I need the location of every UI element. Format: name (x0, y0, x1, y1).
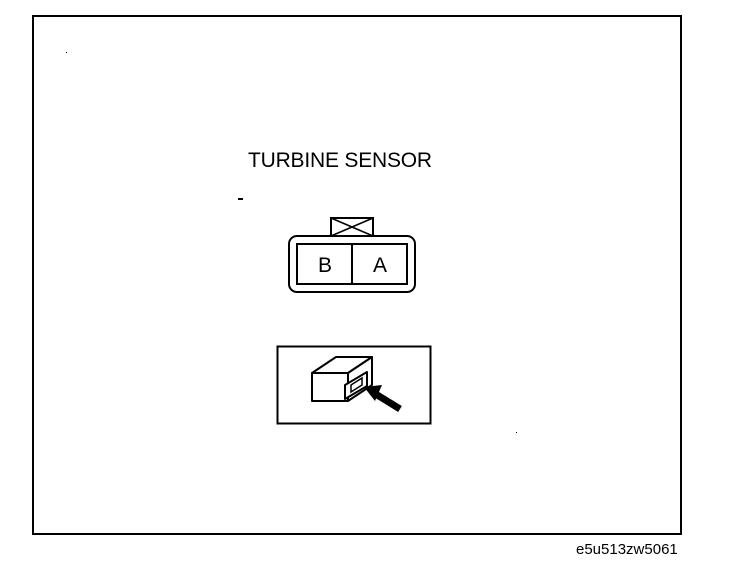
connector-pin-a-label: A (373, 254, 387, 277)
connector-lock-cross (330, 217, 374, 237)
diagram-frame (32, 15, 682, 535)
scan-speck (238, 198, 243, 200)
image-reference-code: e5u513zw5061 (576, 541, 678, 558)
connector-diagram: B A (288, 217, 416, 293)
connector-pin-b-label: B (318, 254, 332, 277)
scan-speck (66, 52, 67, 53)
scan-speck (516, 432, 517, 433)
view-direction-arrow-icon (364, 385, 402, 412)
connector-terminal-slot (350, 376, 363, 394)
diagram-title: TURBINE SENSOR (248, 149, 432, 172)
connector-body-front (311, 372, 349, 402)
connector-front-view-icon (276, 345, 432, 425)
